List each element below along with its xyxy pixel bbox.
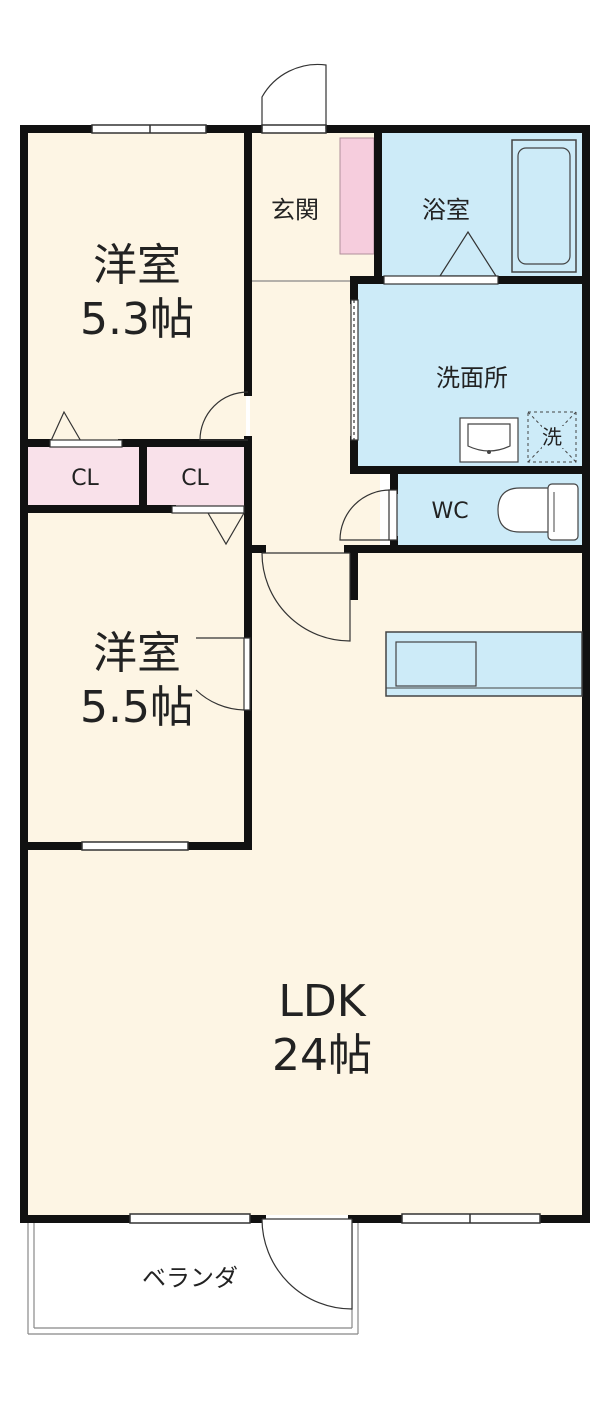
western2-name: 洋室 xyxy=(93,628,181,679)
entry-door-swing xyxy=(261,63,327,129)
toilet-bowl xyxy=(497,483,579,541)
toilet-door xyxy=(339,489,391,541)
washer-mark: 洗 xyxy=(542,425,562,449)
balcony-door-swing xyxy=(261,1218,353,1310)
fixtures xyxy=(385,139,583,697)
western1-name: 洋室 xyxy=(93,240,181,291)
windows xyxy=(81,124,541,1224)
labels: 洋室 5.3帖 CL CL 洋室 5.5帖 玄関 浴室 洗面所 洗 WC LDK… xyxy=(71,196,562,1292)
entry-door-frame xyxy=(261,124,327,134)
western-room-2 xyxy=(28,512,246,842)
balcony-label: ベランダ xyxy=(142,1264,238,1292)
closet-2 xyxy=(146,446,244,506)
hall-door xyxy=(261,552,351,642)
thin-lines xyxy=(27,280,359,1335)
ldk-name: LDK xyxy=(278,976,366,1027)
western-room-1 xyxy=(28,133,246,443)
bathroom-label: 浴室 xyxy=(422,196,470,224)
kitchen-counter xyxy=(385,631,583,697)
room-fills xyxy=(28,133,582,1215)
ldk-size: 24帖 xyxy=(272,1030,372,1081)
closet1-label: CL xyxy=(71,466,99,491)
toilet-label: WC xyxy=(431,499,468,524)
closet-1 xyxy=(28,446,140,506)
entrance-label: 玄関 xyxy=(271,196,319,224)
western1-door xyxy=(199,391,249,441)
doors xyxy=(49,63,499,1310)
window-western2 xyxy=(81,841,189,851)
western2-door xyxy=(195,637,245,711)
western1-size: 5.3帖 xyxy=(80,294,194,345)
western2-size: 5.5帖 xyxy=(80,682,194,733)
window-ldk-right xyxy=(401,1213,541,1224)
window-western1 xyxy=(91,124,207,134)
shoebox xyxy=(339,137,375,255)
walls xyxy=(20,125,590,1223)
ldk-room xyxy=(28,551,582,1215)
washroom-label: 洗面所 xyxy=(436,364,508,392)
window-ldk-left xyxy=(129,1213,251,1224)
closet2-label: CL xyxy=(181,466,209,491)
